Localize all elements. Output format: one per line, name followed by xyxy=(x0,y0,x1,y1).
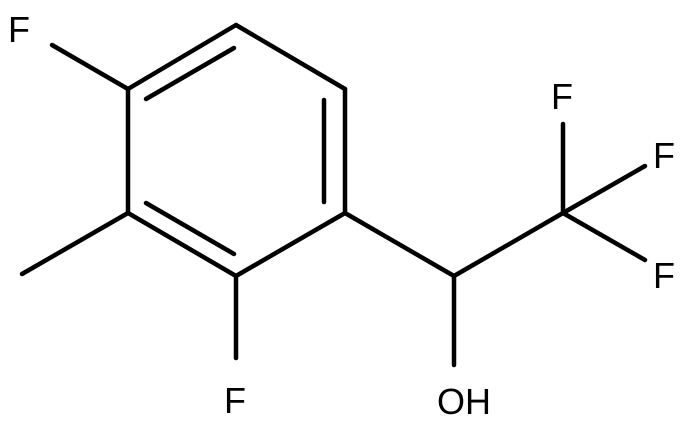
atom-label-f-cf3-top: F xyxy=(551,76,573,117)
atom-label-f-ring-bottom: F xyxy=(224,380,246,421)
atom-label-f-cf3-mid: F xyxy=(653,135,675,176)
atom-label-hydroxyl: OH xyxy=(437,381,491,422)
bond-cf3-to-f-bottom xyxy=(560,210,648,263)
bond-ring-c3-c4 xyxy=(233,210,348,279)
bond-ring-c4-c5 xyxy=(125,210,239,279)
bond-ring-to-carbinol xyxy=(342,210,457,279)
atom-label-f-cf3-bottom: F xyxy=(653,255,675,296)
double-bond-inner-top xyxy=(143,45,237,102)
bond-cf3-to-f-mid xyxy=(560,163,648,216)
bond-ring-c1-c2 xyxy=(233,22,348,92)
bond-ring-c6-c1 xyxy=(125,22,239,92)
bond-ring-to-f-top xyxy=(49,42,131,92)
atom-label-f-ring-top: F xyxy=(8,9,30,50)
bond-ring-to-methyl xyxy=(19,210,131,277)
bond-carbinol-to-cf3 xyxy=(451,210,566,279)
double-bond-inner-bottom xyxy=(143,200,237,257)
